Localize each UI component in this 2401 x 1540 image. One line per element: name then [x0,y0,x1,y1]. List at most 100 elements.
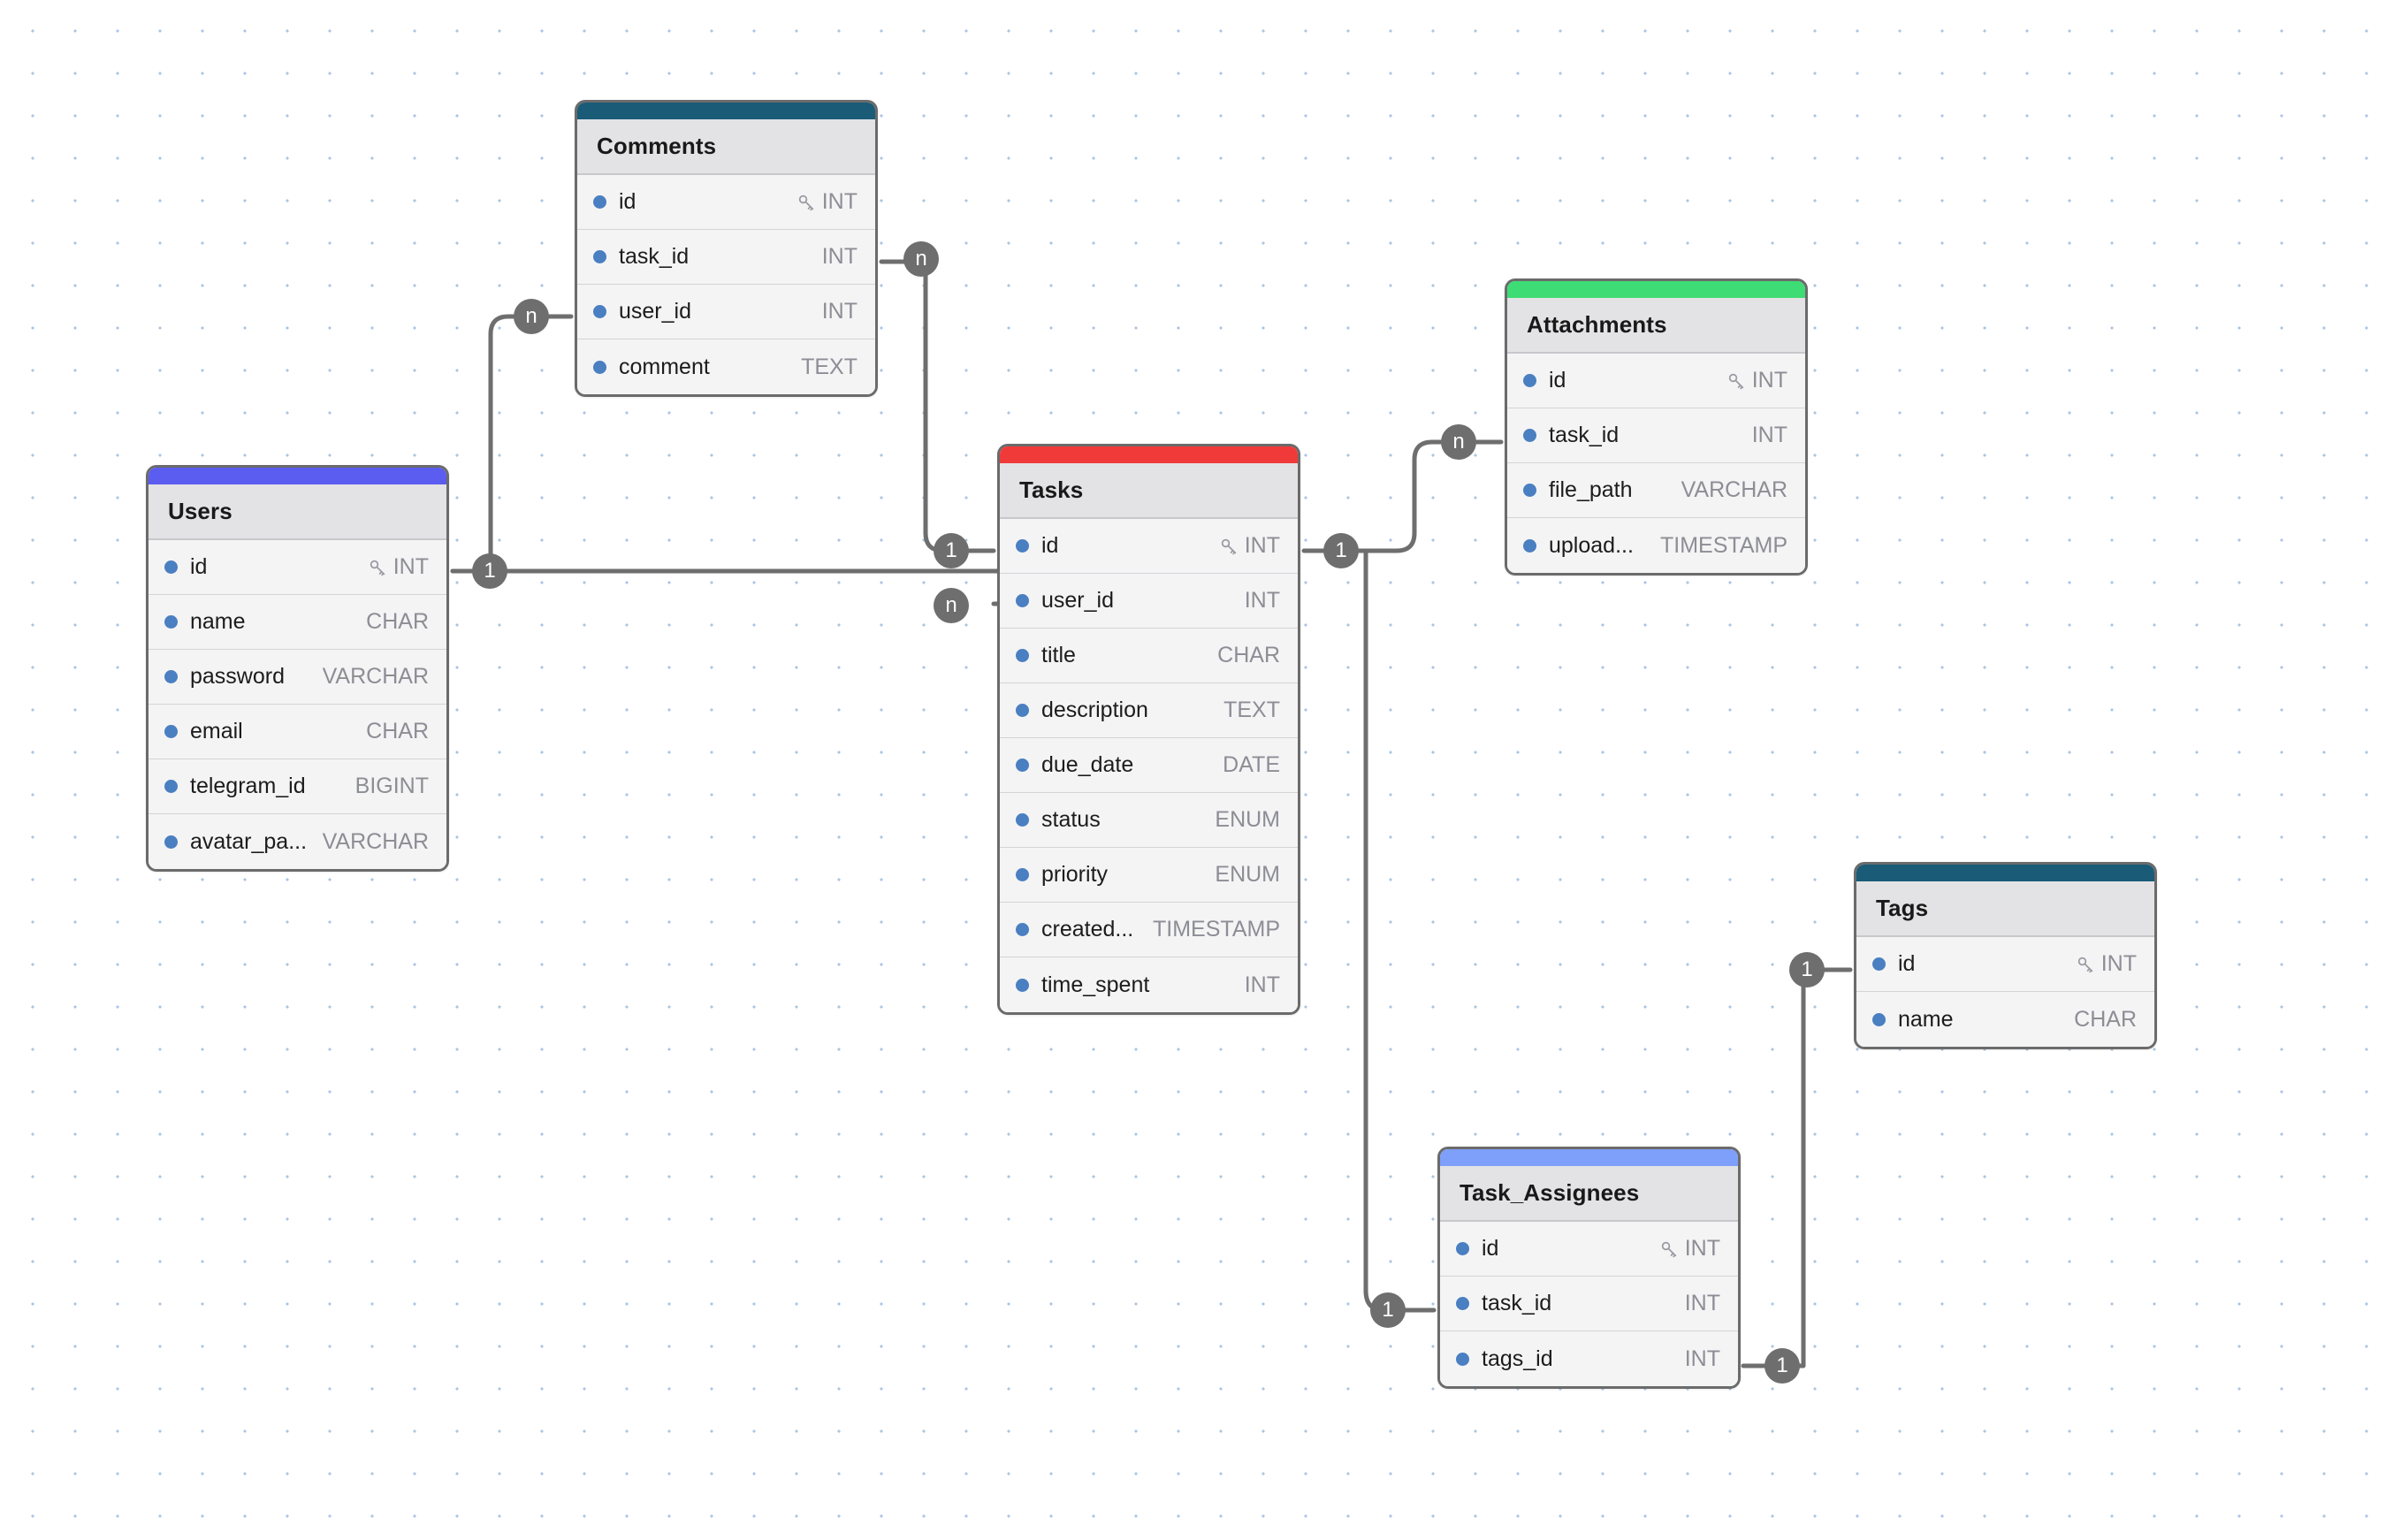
field-name: id [1898,951,1916,976]
field-type: INT [393,554,429,579]
cardinality-badge-1[interactable]: 1 [934,533,969,568]
table-accent-bar [1000,446,1298,463]
field-type: INT [1244,533,1280,558]
table-field-row[interactable]: id INT [1856,937,2154,992]
cardinality-badge-1[interactable]: 1 [1789,952,1825,987]
field-name: avatar_pa... [190,828,308,854]
field-type: INT [1684,1346,1720,1371]
field-bullet-icon [593,305,606,318]
field-name: task_id [619,244,690,269]
cardinality-badge-n[interactable]: n [903,241,939,277]
table-field-row[interactable]: name CHAR [149,595,446,650]
table-accent-bar [1440,1149,1738,1166]
field-type: INT [821,189,858,214]
field-bullet-icon [1016,704,1029,717]
cardinality-badge-n[interactable]: n [514,299,549,334]
cardinality-badge-1[interactable]: 1 [1323,533,1359,568]
field-name: password [190,664,285,689]
table-field-row[interactable]: task_id INT [577,230,875,285]
field-bullet-icon [593,250,606,263]
field-bullet-icon [1016,649,1029,662]
field-name: name [1898,1006,1954,1032]
table-field-row[interactable]: tags_id INT [1440,1331,1738,1386]
field-type: INT [1751,368,1787,393]
table-header[interactable]: Comments [577,119,875,175]
table-header[interactable]: Users [149,484,446,540]
table-header[interactable]: Tags [1856,881,2154,937]
field-type: TIMESTAMP [1660,532,1787,558]
field-name: id [1549,368,1566,393]
table-title: Task_Assignees [1460,1179,1640,1206]
field-type: INT [821,244,858,269]
field-name: file_path [1549,477,1633,502]
field-bullet-icon [164,780,178,793]
cardinality-badge-1[interactable]: 1 [472,553,507,589]
table-accent-bar [1856,865,2154,881]
field-type: CHAR [366,609,429,634]
cardinality-badge-n[interactable]: n [934,588,969,623]
cardinality-badge-1[interactable]: 1 [1765,1348,1800,1384]
field-bullet-icon [1016,868,1029,881]
primary-key-icon [1659,1239,1679,1259]
table-field-row[interactable]: description TEXT [1000,683,1298,738]
table-field-row[interactable]: file_path VARCHAR [1507,463,1805,518]
field-name: email [190,719,243,743]
field-name: name [190,609,246,634]
table-header[interactable]: Tasks [1000,463,1298,519]
field-name: user_id [1041,588,1114,613]
field-bullet-icon [164,560,178,574]
field-bullet-icon [1872,957,1886,971]
field-name: description [1041,698,1148,722]
field-name: priority [1041,862,1109,887]
field-bullet-icon [1456,1242,1469,1255]
table-header[interactable]: Attachments [1507,298,1805,354]
table-field-row[interactable]: created...TIMESTAMP [1000,903,1298,957]
table-field-row[interactable]: email CHAR [149,705,446,759]
field-type: INT [1244,972,1280,997]
field-name: tags_id [1482,1346,1553,1371]
field-type: TEXT [1223,698,1280,722]
table-field-row[interactable]: id INT [1507,354,1805,408]
field-type: CHAR [366,719,429,743]
table-field-row[interactable]: avatar_pa...VARCHAR [149,814,446,869]
table-header[interactable]: Task_Assignees [1440,1166,1738,1222]
field-bullet-icon [1523,538,1536,553]
field-type: DATE [1223,752,1280,777]
cardinality-badge-n[interactable]: n [1441,424,1476,460]
relationship-edge-users-tasks [450,568,1066,606]
cardinality-badge-1[interactable]: 1 [1370,1292,1406,1328]
field-type: INT [2100,951,2137,976]
field-name: user_id [619,299,691,324]
field-name: created... [1041,917,1134,942]
field-bullet-icon [164,835,178,849]
table-field-row[interactable]: upload...TIMESTAMP [1507,518,1805,573]
field-bullet-icon [1016,539,1029,553]
field-type: VARCHAR [1681,477,1787,502]
field-type: ENUM [1215,807,1280,832]
table-accent-bar [1507,281,1805,298]
